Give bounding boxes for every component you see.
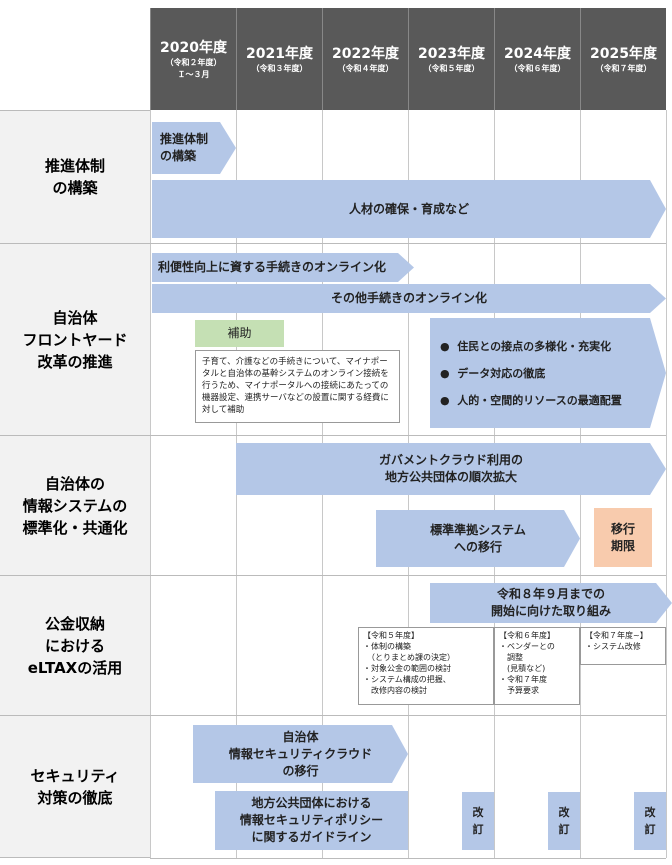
bar-other-online: その他手続きのオンライン化	[152, 284, 666, 313]
note-r5: 【令和５年度】 ・体制の構築 （とりまとめ課の決定） ・対象公金の範囲の検討 ・…	[358, 627, 494, 705]
year-header-2025: 2025年度 （令和７年度）	[580, 8, 666, 110]
subsidy-label: 補助	[195, 320, 284, 347]
grid-line	[150, 858, 666, 859]
bar-security-cloud: 自治体 情報セキュリティクラウド の移行	[193, 725, 408, 783]
revision-2023: 改 訂	[462, 792, 494, 850]
row-label-promotion: 推進体制 の構築	[0, 110, 150, 243]
year-sub: （令和４年度）	[337, 64, 394, 73]
note-r7: 【令和７年度~】 ・システム改修	[580, 627, 666, 665]
year-label: 2023年度	[418, 46, 485, 62]
bar-talent: 人材の確保・育成など	[152, 180, 666, 238]
bar-promotion-structure: 推進体制 の構築	[152, 122, 236, 174]
year-label: 2025年度	[590, 46, 657, 62]
bar-frontyard-bullets: ● 住民との接点の多様化・充実化 ● データ対応の徹底 ● 人的・空間的リソース…	[430, 318, 666, 428]
bar-gov-cloud: ガバメントクラウド利用の 地方公共団体の順次拡大	[236, 443, 666, 495]
grid-line	[150, 435, 666, 436]
bullet-text: 人的・空間的リソースの最適配置	[457, 393, 622, 407]
bullet-text: 住民との接点の多様化・充実化	[457, 339, 612, 353]
year-header-2024: 2024年度 （令和６年度）	[494, 8, 580, 110]
year-header-2023: 2023年度 （令和５年度）	[408, 8, 494, 110]
bullet-text: データ対応の徹底	[457, 366, 546, 380]
grid-line	[150, 110, 151, 858]
year-label: 2022年度	[332, 46, 399, 62]
year-sub: （令和２年度） Ｉ～３月	[165, 58, 222, 79]
grid-line	[150, 575, 666, 576]
year-label: 2020年度	[160, 40, 227, 56]
revision-2024: 改 訂	[548, 792, 580, 850]
migration-deadline: 移行 期限	[594, 508, 652, 567]
year-label: 2024年度	[504, 46, 571, 62]
grid-line	[666, 110, 667, 858]
bullet-item: ● データ対応の徹底	[440, 366, 546, 380]
year-sub: （令和６年度）	[509, 64, 566, 73]
row-label-eltax: 公金収納 における eLTAXの活用	[0, 575, 150, 715]
bar-eltax: 令和８年９月までの 開始に向けた取り組み	[430, 583, 672, 623]
bar-standard-migration: 標準準拠システム への移行	[376, 510, 580, 567]
grid-line	[150, 715, 666, 716]
bullet-item: ● 住民との接点の多様化・充実化	[440, 339, 612, 353]
row-label-security: セキュリティ 対策の徹底	[0, 715, 150, 858]
year-sub: （令和７年度）	[595, 64, 652, 73]
year-header-2021: 2021年度 （令和３年度）	[236, 8, 322, 110]
subsidy-description: 子育て、介護などの手続きについて、マイナポータルと自治体の基幹システムのオンライ…	[195, 350, 400, 423]
row-label-standardization: 自治体の 情報システムの 標準化・共通化	[0, 435, 150, 575]
year-header-2022: 2022年度 （令和４年度）	[322, 8, 408, 110]
bar-convenience-online: 利便性向上に資する手続きのオンライン化	[152, 253, 414, 282]
bullet-item: ● 人的・空間的リソースの最適配置	[440, 393, 622, 407]
year-sub: （令和３年度）	[251, 64, 308, 73]
note-r6: 【令和６年度】 ・ベンダーとの 調整 (見積など) ・令和７年度 予算要求	[494, 627, 580, 705]
bar-security-guideline: 地方公共団体における 情報セキュリティポリシー に関するガイドライン	[215, 791, 408, 850]
revision-2025: 改 訂	[634, 792, 666, 850]
year-label: 2021年度	[246, 46, 313, 62]
grid-line	[150, 243, 666, 244]
year-header-2020: 2020年度 （令和２年度） Ｉ～３月	[150, 8, 236, 110]
row-label-frontyard: 自治体 フロントヤード 改革の推進	[0, 243, 150, 435]
year-sub: （令和５年度）	[423, 64, 480, 73]
